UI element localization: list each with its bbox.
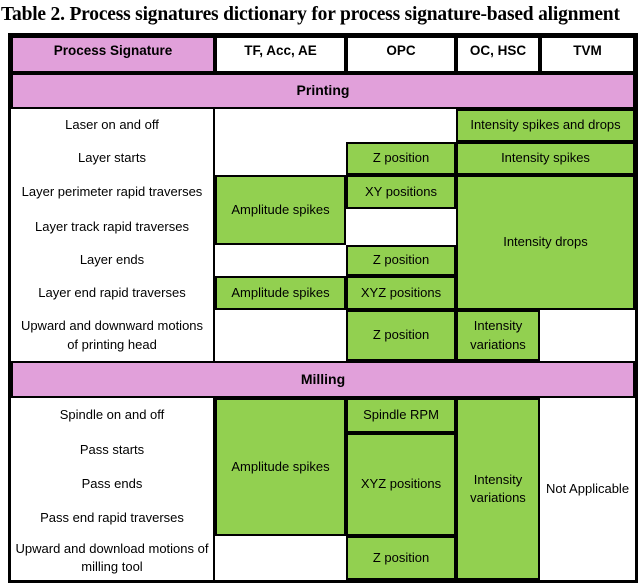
row-label-milling-tool-motions: Upward and download motions of milling t… (11, 536, 215, 580)
row-label-pass-ends: Pass ends (11, 467, 215, 501)
header-cell-oc-hsc: OC, HSC (456, 36, 540, 73)
empty-cell (215, 245, 346, 276)
header-cell-tvm: TVM (540, 36, 635, 73)
cell-xyz-positions-printing: XYZ positions (346, 276, 456, 310)
cell-z-position-milling: Z position (346, 536, 456, 580)
header-cell-opc: OPC (346, 36, 456, 73)
row-label-layer-starts: Layer starts (11, 142, 215, 175)
row-label-layer-ends: Layer ends (11, 245, 215, 276)
cell-intensity-spikes: Intensity spikes (456, 142, 635, 175)
section-band-printing: Printing (11, 73, 635, 109)
cell-xyz-positions-milling: XYZ positions (346, 433, 456, 536)
cell-amplitude-spikes-traverses: Amplitude spikes (215, 175, 346, 245)
row-label-pass-end-rapid-traverses: Pass end rapid traverses (11, 501, 215, 536)
empty-cell (215, 142, 346, 175)
row-label-laser-on-and-off: Laser on and off (11, 109, 215, 142)
cell-not-applicable: Not Applicable (540, 398, 635, 580)
row-label-printing-head-motions: Upward and downward motions of printing … (11, 310, 215, 361)
row-label-layer-end-rapid-traverses: Layer end rapid traverses (11, 276, 215, 310)
cell-z-position-printing-head: Z position (346, 310, 456, 361)
empty-cell (215, 310, 346, 361)
row-label-spindle-on-and-off: Spindle on and off (11, 398, 215, 433)
row-label-layer-track-rapid-traverses: Layer track rapid traverses (11, 209, 215, 245)
cell-amplitude-spikes-layer-end: Amplitude spikes (215, 276, 346, 310)
empty-cell (540, 310, 635, 361)
cell-z-position-layer-starts: Z position (346, 142, 456, 175)
row-label-pass-starts: Pass starts (11, 433, 215, 467)
empty-cell (215, 536, 346, 580)
header-cell-process-signature: Process Signature (11, 36, 215, 73)
empty-cell (346, 209, 456, 245)
cell-intensity-spikes-and-drops: Intensity spikes and drops (456, 109, 635, 142)
cell-xy-positions: XY positions (346, 175, 456, 209)
table-title: Table 2. Process signatures dictionary f… (1, 4, 620, 25)
cell-z-position-layer-ends: Z position (346, 245, 456, 276)
process-signatures-table: Process Signature TF, Acc, AE OPC OC, HS… (8, 33, 638, 583)
cell-intensity-variations-printing: Intensity variations (456, 310, 540, 361)
cell-spindle-rpm: Spindle RPM (346, 398, 456, 433)
cell-amplitude-spikes-milling: Amplitude spikes (215, 398, 346, 536)
row-label-layer-perimeter-rapid-traverses: Layer perimeter rapid traverses (11, 175, 215, 209)
header-cell-tf-acc-ae: TF, Acc, AE (215, 36, 346, 73)
empty-cell (215, 109, 456, 142)
cell-intensity-variations-milling: Intensity variations (456, 398, 540, 580)
cell-intensity-drops: Intensity drops (456, 175, 635, 310)
section-band-milling: Milling (11, 361, 635, 398)
